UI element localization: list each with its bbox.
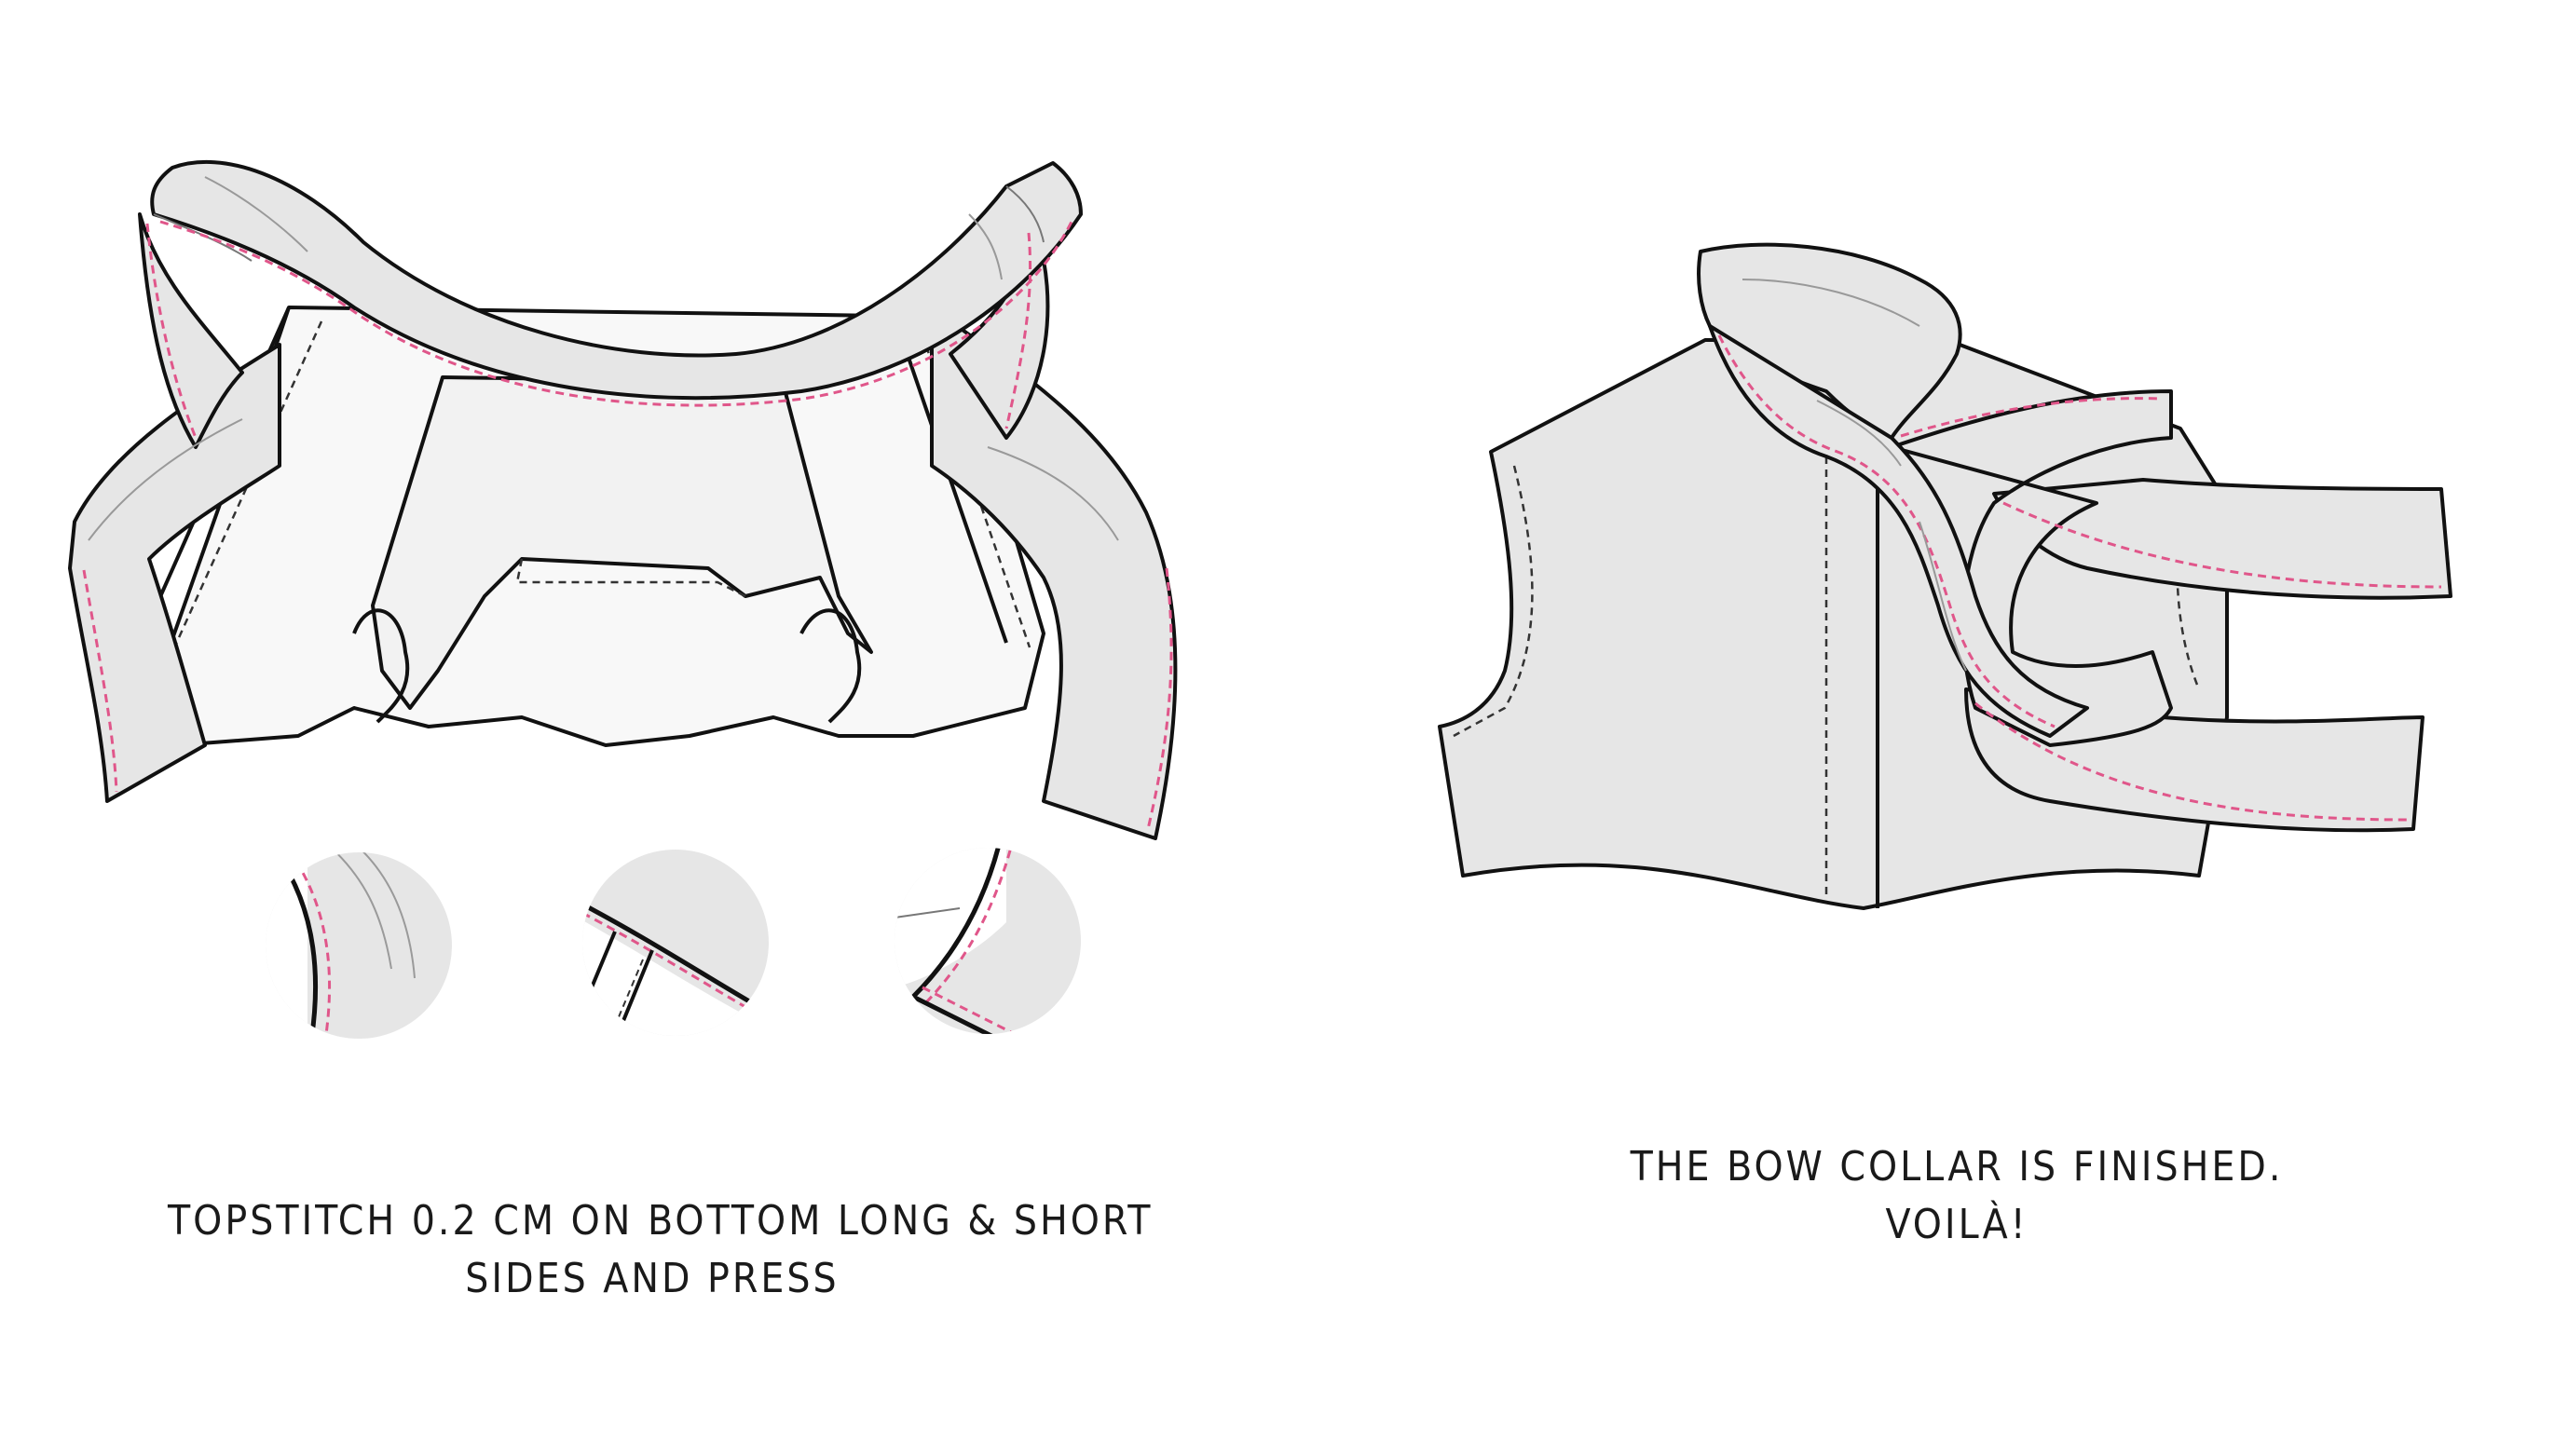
- caption-line: SIDES AND PRESS: [168, 1250, 1137, 1308]
- caption-line: TOPSTITCH 0.2 CM ON BOTTOM LONG & SHORT: [168, 1192, 1137, 1250]
- left-garment-diagram: [70, 162, 1175, 838]
- detail-circle-2: [568, 850, 773, 1053]
- step-caption-right: THE BOW COLLAR IS FINISHED. VOILÀ!: [1528, 1138, 2385, 1254]
- caption-line: THE BOW COLLAR IS FINISHED.: [1528, 1138, 2385, 1196]
- step-caption-left: TOPSTITCH 0.2 CM ON BOTTOM LONG & SHORT …: [168, 1192, 1137, 1308]
- right-garment-diagram: [1440, 245, 2451, 908]
- detail-circle-3: [895, 834, 1081, 1048]
- caption-line: VOILÀ!: [1528, 1196, 2385, 1254]
- detail-circle-1: [261, 838, 452, 1062]
